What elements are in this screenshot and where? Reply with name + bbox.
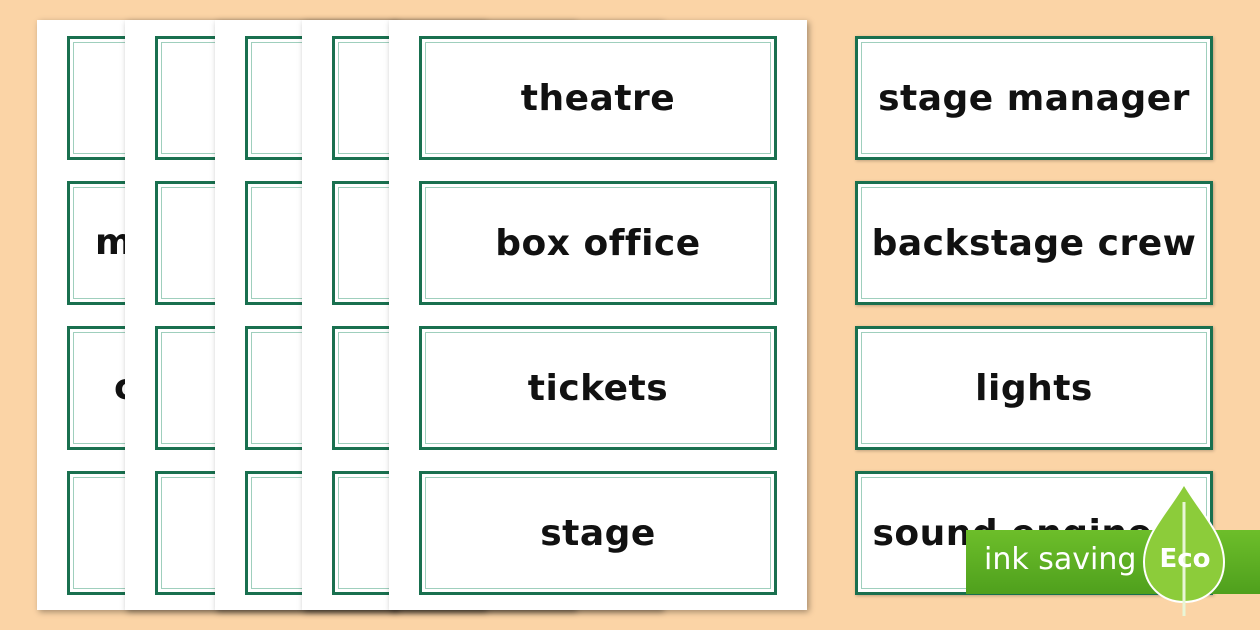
card-label: stage manager — [878, 77, 1190, 119]
word-card-theatre: theatre — [419, 36, 777, 160]
word-card-lights: lights — [855, 326, 1213, 450]
word-card-backstage-crew: backstage crew — [855, 181, 1213, 305]
word-card-box-office: box office — [419, 181, 777, 305]
word-card-stage: stage — [419, 471, 777, 595]
ink-saving-text: ink saving — [984, 542, 1137, 577]
eco-label: Eco — [1159, 544, 1211, 574]
word-card-tickets: tickets — [419, 326, 777, 450]
card-label: backstage crew — [871, 222, 1197, 264]
word-card-stage-manager: stage manager — [855, 36, 1213, 160]
card-label: stage — [540, 512, 656, 554]
front-sheet: theatre box office tickets stage — [389, 20, 807, 610]
card-label: theatre — [520, 77, 676, 119]
card-label: tickets — [527, 367, 669, 409]
card-label: lights — [975, 367, 1093, 409]
card-label: box office — [495, 222, 701, 264]
leaf-icon — [1142, 482, 1226, 616]
